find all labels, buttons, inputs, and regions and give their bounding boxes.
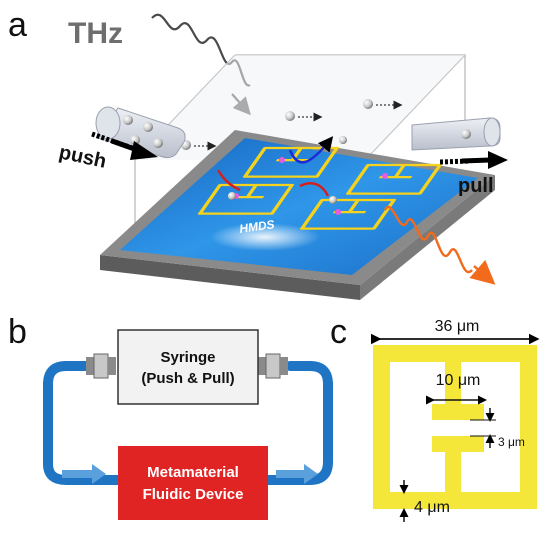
line-width-label: 4 μm: [414, 499, 450, 516]
base-front: [100, 255, 360, 300]
resonator-gap-markers: [233, 157, 388, 215]
thz-label: THz: [68, 17, 123, 50]
syringe-line2: (Push & Pull): [141, 370, 234, 387]
syringe-connector-left: [86, 353, 116, 379]
syringe-connector-right: [258, 353, 288, 379]
resonator-array: [197, 146, 443, 230]
resonator-inner: [390, 362, 520, 492]
panel-b: b Syringe (Push & Pull) Metamaterial Flu…: [8, 313, 333, 520]
push-label: push: [57, 141, 108, 172]
small-gap-label: 3 μm: [498, 435, 525, 449]
substrate-glow: [210, 223, 320, 251]
transmitted-thz-wave: [383, 205, 473, 274]
width-label: 36 μm: [435, 318, 480, 335]
device-line1: Metamaterial: [147, 464, 239, 481]
outlet-tube: [411, 117, 501, 151]
panel-a: a THz HMDS: [8, 6, 508, 300]
panel-b-label: b: [8, 313, 27, 351]
split-ring-resonator: [373, 345, 537, 509]
panel-a-label: a: [8, 6, 27, 44]
gap-label: 10 μm: [436, 372, 481, 389]
flow-arrow-in: [62, 464, 106, 484]
chamber-top: [135, 55, 465, 160]
transmitted-arrow: [469, 259, 496, 285]
hmds-substrate: [120, 138, 478, 275]
pull-arrow: [439, 151, 508, 169]
syringe-line1: Syringe: [160, 349, 215, 366]
panel-c: c 36 μm 10 μm 3 μm 4 μm: [330, 313, 540, 522]
red-trajectory-left: [216, 169, 241, 192]
hmds-label: HMDS: [238, 217, 275, 236]
panel-c-label: c: [330, 313, 347, 351]
fluid-tubing-loop: [43, 361, 333, 485]
red-trajectory-right: [299, 182, 330, 197]
device-line2: Fluidic Device: [143, 486, 244, 503]
fluidic-device-box: [118, 446, 268, 520]
flow-arrow-out: [276, 464, 318, 484]
syringe-box: [117, 329, 259, 405]
blue-trajectory: [288, 136, 334, 164]
inlet-tube: [95, 106, 186, 159]
pull-label: pull: [458, 175, 494, 197]
push-arrow: [91, 131, 158, 160]
